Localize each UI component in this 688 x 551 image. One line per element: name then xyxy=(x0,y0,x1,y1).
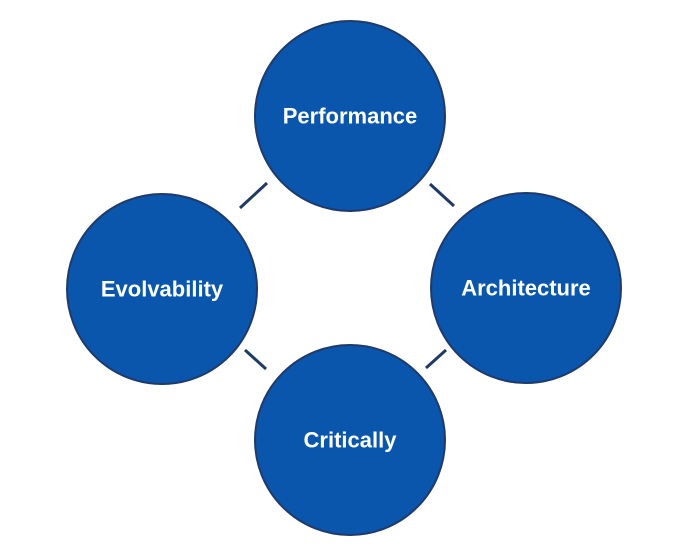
connector-critically-evolvability xyxy=(243,348,268,371)
connector-performance-architecture xyxy=(428,182,456,208)
node-critically-label: Critically xyxy=(304,428,398,453)
node-performance: Performance xyxy=(254,20,446,212)
connector-evolvability-performance xyxy=(238,181,269,210)
node-evolvability-label: Evolvability xyxy=(101,277,224,302)
node-evolvability: Evolvability xyxy=(66,193,258,385)
node-performance-label: Performance xyxy=(283,104,418,129)
node-architecture: Architecture xyxy=(430,192,622,384)
connector-architecture-critically xyxy=(424,348,448,370)
node-architecture-label: Architecture xyxy=(461,276,591,301)
node-critically: Critically xyxy=(254,344,446,536)
